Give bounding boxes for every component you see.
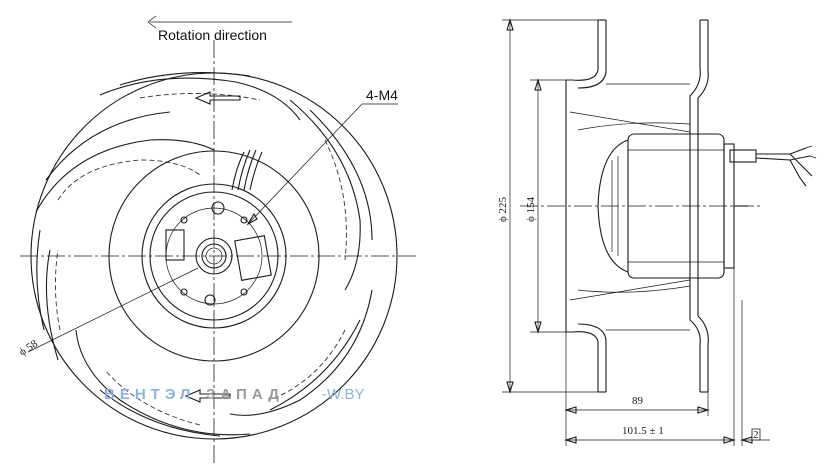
rotation-direction-label: Rotation direction xyxy=(158,27,267,43)
inlet-ring xyxy=(108,150,320,362)
mount-holes-leader xyxy=(247,103,398,225)
inlet-diameter-label: ϕ 154 xyxy=(525,196,537,222)
outer-diameter-dimension: ϕ 225 xyxy=(497,18,598,394)
impeller-blades xyxy=(35,72,373,437)
motor-flange-outer xyxy=(141,183,287,329)
terminal-box xyxy=(165,229,185,261)
inlet-diameter-dimension: ϕ 154 xyxy=(525,78,566,334)
side-view: ϕ 225 ϕ 154 89 xyxy=(497,18,817,446)
watermark: ВЕНТЭЛ ЗАПАД -W.BY xyxy=(104,386,365,403)
rotation-arrow-head xyxy=(147,15,157,29)
overall-length-label: 101.5 ± 1 xyxy=(622,425,664,437)
cable-bundle xyxy=(231,149,263,191)
end-marker-box xyxy=(751,428,761,441)
watermark-blue: ВЕНТЭЛ xyxy=(104,386,195,403)
rotation-arrows xyxy=(184,91,241,403)
depth-dimension: 89 xyxy=(564,332,710,446)
shaft-hub-inner xyxy=(201,243,227,269)
impeller-blades-hidden xyxy=(54,93,347,426)
mount-leader-arrow xyxy=(246,212,258,226)
watermark-domain: -W.BY xyxy=(322,386,365,403)
end-marker-label: 2 xyxy=(753,429,759,441)
mounting-holes xyxy=(180,201,248,306)
motor-body xyxy=(597,133,748,279)
hub-diameter-label: ϕ 58 xyxy=(17,338,40,359)
cable-exit xyxy=(729,145,817,187)
shaft-center xyxy=(205,247,223,265)
motor-flange-inner xyxy=(149,191,279,321)
rating-label-plate xyxy=(234,235,272,281)
shaft-hub-outer xyxy=(195,237,233,275)
depth-label: 89 xyxy=(632,395,644,407)
rotation-direction-indicator: Rotation direction xyxy=(147,15,292,43)
hub-diameter-leader xyxy=(27,267,199,353)
housing-shell xyxy=(565,19,709,393)
watermark-gray: ЗАПАД xyxy=(206,386,284,403)
overall-length-dimension: 101.5 ± 1 2 xyxy=(564,268,770,446)
mount-holes-label: 4-M4 xyxy=(366,87,398,103)
outer-diameter-label: ϕ 225 xyxy=(497,196,509,222)
